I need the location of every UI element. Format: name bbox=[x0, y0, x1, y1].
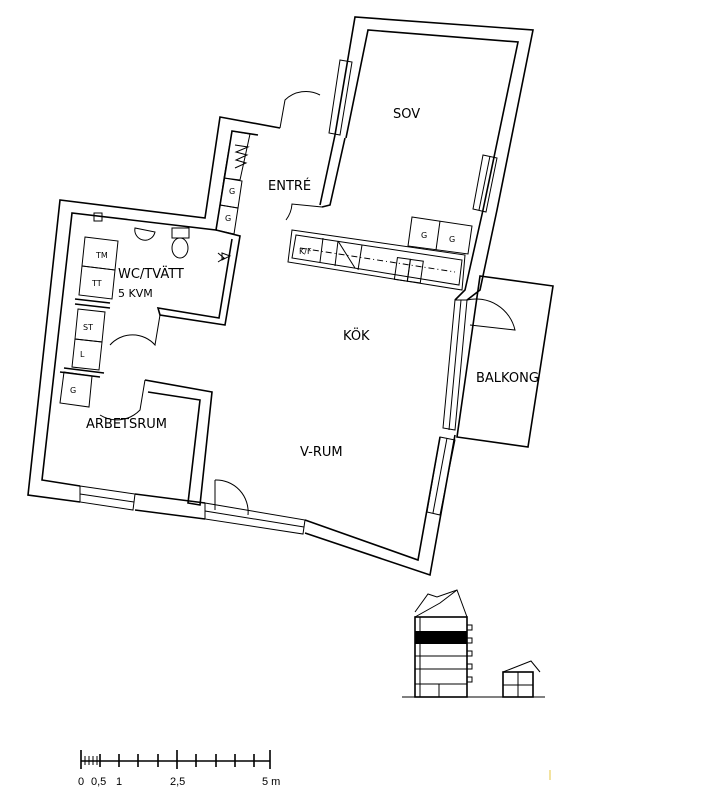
room-label-vrum: V-RUM bbox=[300, 445, 343, 460]
room-label-sov: SOV bbox=[393, 107, 420, 122]
balcony-outline bbox=[456, 275, 554, 448]
fixture-label: ST bbox=[83, 323, 93, 332]
scale-bar: 0 0,5 1 2,5 5 m bbox=[78, 750, 280, 788]
walls bbox=[27, 16, 534, 577]
scale-label: 0 bbox=[78, 776, 84, 788]
room-label-balkong: BALKONG bbox=[476, 371, 539, 386]
room-label-arbetsrum: ARBETSRUM bbox=[86, 417, 167, 432]
fixture-label: G bbox=[449, 235, 455, 244]
scale-label: 5 m bbox=[262, 776, 280, 788]
marker bbox=[549, 770, 551, 780]
room-label-kok: KÖK bbox=[343, 327, 370, 344]
fixture-label: G bbox=[229, 187, 235, 196]
cabinets bbox=[59, 130, 251, 408]
fixture-label: TM bbox=[95, 251, 108, 260]
fixture-label: G bbox=[70, 386, 76, 395]
fixture-label: TT bbox=[91, 279, 102, 288]
scale-label: 0,5 bbox=[91, 776, 106, 788]
kitchen-counter bbox=[287, 216, 473, 291]
windows bbox=[79, 59, 498, 535]
room-label-entre: ENTRÉ bbox=[268, 178, 311, 194]
fixture-label: G bbox=[421, 231, 427, 240]
room-label-wc-area: 5 KVM bbox=[118, 287, 153, 300]
scale-label: 2,5 bbox=[170, 776, 185, 788]
scale-label: 1 bbox=[116, 776, 122, 788]
room-label-wc: WC/TVÄTT bbox=[118, 266, 184, 282]
fixture-label: G bbox=[225, 214, 231, 223]
fixture-label: L bbox=[80, 350, 85, 359]
building-section-drawing bbox=[402, 589, 545, 698]
fixture-label: K/F bbox=[299, 247, 312, 256]
doors bbox=[99, 91, 516, 516]
